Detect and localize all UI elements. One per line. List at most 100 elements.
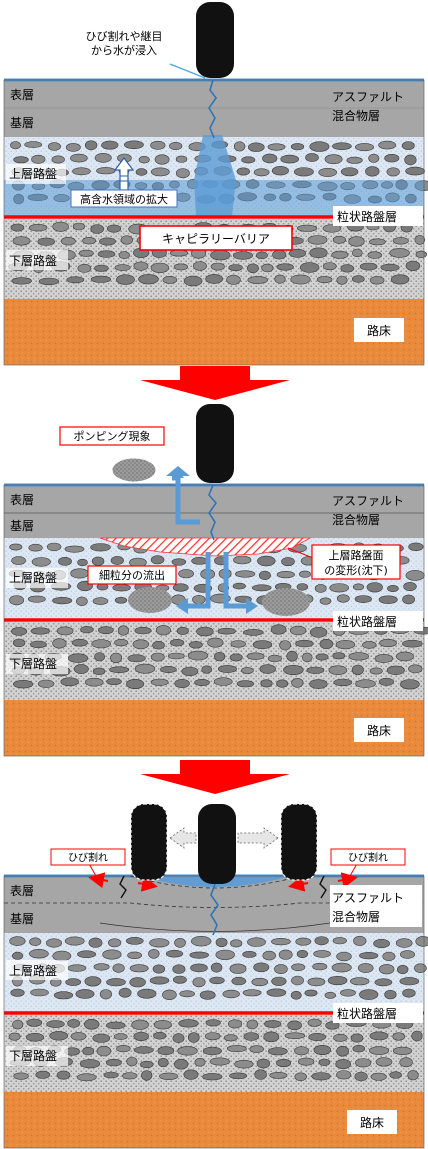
aggregate-stone xyxy=(351,275,365,283)
aggregate-stone xyxy=(242,951,257,958)
aggregate-stone xyxy=(291,963,306,972)
aggregate-stone xyxy=(215,937,228,948)
tire-icon xyxy=(196,404,234,483)
aggregate-stone xyxy=(107,938,122,948)
aggregate-stone xyxy=(72,222,85,231)
aggregate-stone xyxy=(325,1021,340,1030)
label-asphalt-1: アスファルト xyxy=(332,494,404,508)
aggregate-stone xyxy=(45,938,62,948)
aggregate-stone xyxy=(173,263,188,271)
aggregate-stone xyxy=(355,1058,372,1068)
aggregate-stone xyxy=(318,167,338,177)
label-base: 基層 xyxy=(10,116,34,130)
aggregate-stone xyxy=(150,262,170,273)
aggregate-stone xyxy=(140,1060,154,1069)
aggregate-stone xyxy=(94,264,109,272)
aggregate-stone xyxy=(152,964,166,974)
aggregate-stone xyxy=(172,964,186,974)
aggregate-stone xyxy=(150,167,170,177)
aggregate-stone xyxy=(209,976,225,985)
aggregate-stone xyxy=(296,583,309,591)
aggregate-stone xyxy=(392,237,409,245)
aggregate-stone xyxy=(229,1072,248,1080)
panel-2: ポンピング現象 表層 基層 アスファルト 混合物層 上層路盤 細粒分の流出 上層… xyxy=(3,404,428,757)
aggregate-stone xyxy=(64,545,85,553)
aggregate-stone xyxy=(133,261,149,271)
aggregate-stone xyxy=(229,653,243,662)
aggregate-stone xyxy=(29,937,42,946)
aggregate-stone xyxy=(257,555,276,567)
aggregate-stone xyxy=(49,1031,69,1041)
aggregate-stone xyxy=(351,248,363,258)
aggregate-stone xyxy=(162,275,178,284)
aggregate-stone xyxy=(378,140,397,150)
label-base: 基層 xyxy=(10,519,34,533)
aggregate-stone xyxy=(112,583,131,592)
aggregate-stone xyxy=(246,263,259,274)
aggregate-stone xyxy=(368,153,380,163)
aggregate-stone xyxy=(314,936,329,946)
aggregate-stone xyxy=(284,1032,306,1039)
aggregate-stone xyxy=(226,1045,247,1053)
aggregate-stone xyxy=(270,624,287,635)
aggregate-stone xyxy=(354,1071,368,1082)
aggregate-stone xyxy=(289,625,307,636)
aggregate-stone xyxy=(109,666,130,674)
aggregate-stone xyxy=(189,951,209,959)
aggregate-stone xyxy=(294,1046,309,1056)
aggregate-stone xyxy=(215,949,235,960)
label-deform-2: の変形(沈下) xyxy=(324,563,388,577)
aggregate-stone xyxy=(268,1047,288,1056)
label-high-water: 高含水領域の拡大 xyxy=(80,192,168,206)
aggregate-stone xyxy=(290,990,302,1000)
label-asphalt-1: アスファルト xyxy=(332,891,404,905)
aggregate-stone xyxy=(287,1020,302,1031)
aggregate-stone xyxy=(247,142,265,152)
label-surface: 表層 xyxy=(10,884,34,898)
aggregate-stone xyxy=(259,664,276,674)
aggregate-stone xyxy=(350,1033,364,1043)
aggregate-stone xyxy=(53,991,74,1000)
aggregate-stone xyxy=(374,654,394,663)
aggregate-stone xyxy=(378,677,395,686)
aggregate-stone xyxy=(276,679,289,688)
aggregate-stone xyxy=(10,223,25,232)
aggregate-stone xyxy=(279,640,291,651)
aggregate-stone xyxy=(217,627,236,635)
aggregate-stone xyxy=(365,166,380,177)
aggregate-stone xyxy=(332,937,347,945)
aggregate-stone xyxy=(309,141,330,152)
aggregate-stone xyxy=(175,155,188,163)
aggregate-stone xyxy=(348,236,365,247)
aggregate-stone xyxy=(137,988,157,999)
aggregate-stone xyxy=(134,663,156,674)
aggregate-stone xyxy=(122,1072,138,1080)
aggregate-stone xyxy=(160,665,177,673)
aggregate-stone xyxy=(133,1031,149,1041)
aggregate-stone xyxy=(174,678,190,688)
aggregate-stone xyxy=(247,937,266,947)
aggregate-stone xyxy=(70,1032,87,1041)
aggregate-stone xyxy=(399,950,415,959)
aggregate-stone xyxy=(181,666,199,677)
aggregate-stone xyxy=(114,596,128,604)
aggregate-stone xyxy=(288,248,306,258)
aggregate-stone xyxy=(170,638,185,647)
aggregate-stone xyxy=(172,1033,185,1044)
aggregate-stone xyxy=(114,264,131,271)
aggregate-stone xyxy=(94,652,105,662)
aggregate-stone xyxy=(132,639,150,650)
aggregate-stone xyxy=(256,1058,271,1069)
aggregate-stone xyxy=(176,626,189,635)
aggregate-stone xyxy=(190,963,208,973)
label-surface: 表層 xyxy=(10,88,34,102)
aggregate-stone xyxy=(374,978,393,987)
aggregate-stone xyxy=(205,1019,221,1027)
aggregate-stone xyxy=(359,989,379,1000)
aggregate-stone xyxy=(187,650,209,661)
aggregate-stone xyxy=(204,1032,221,1041)
aggregate-stone xyxy=(120,235,134,245)
aggregate-stone xyxy=(30,988,49,997)
aggregate-stone xyxy=(28,224,48,232)
aggregate-stone xyxy=(408,664,423,674)
